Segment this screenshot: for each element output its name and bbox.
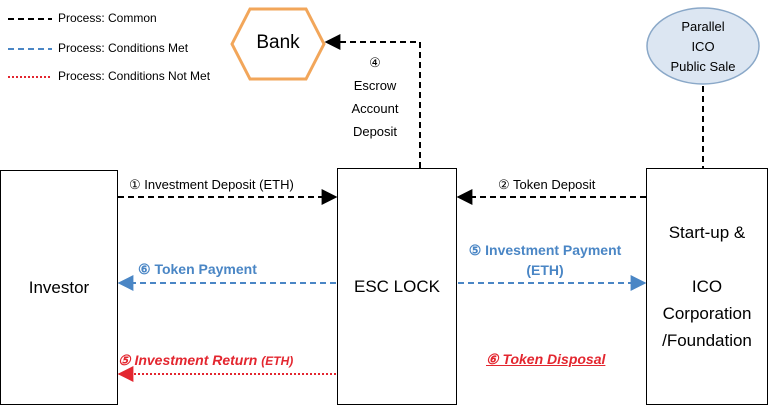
startup-line-1: Start-up & xyxy=(668,223,746,242)
escrow-deposit-label: ④ Escrow Account Deposit xyxy=(340,51,410,143)
startup-line-3: Corporation xyxy=(662,304,752,323)
investor-label: Investor xyxy=(28,277,90,297)
startup-line-4: /Foundation xyxy=(662,331,752,350)
token-disposal-label: ⑥ Token Disposal xyxy=(486,351,606,367)
ico-public-sale-label: Parallel ICO Public Sale xyxy=(648,17,758,77)
escrow-deposit-arrow xyxy=(324,34,421,168)
startup-ico-box: Start-up & ICO Corporation /Foundation xyxy=(646,168,768,405)
esc-lock-box: ESC LOCK xyxy=(337,168,457,405)
investment-return-label: ⑤ Investment Return (ETH) xyxy=(118,352,293,369)
legend-conditions-met-label: Process: Conditions Met xyxy=(58,41,189,55)
legend-common-label: Process: Common xyxy=(58,11,157,25)
investment-return-text: ⑤ Investment Return xyxy=(118,352,258,368)
startup-line-2: ICO xyxy=(691,277,723,296)
token-deposit-label: ② Token Deposit xyxy=(498,177,596,192)
ico-line-3: Public Sale xyxy=(670,59,736,74)
legend-conditions-not-met-label: Process: Conditions Not Met xyxy=(58,69,211,83)
escrow-line-4: Deposit xyxy=(352,124,398,139)
ico-public-sale-ellipse xyxy=(646,7,760,85)
escrow-step-number: ④ xyxy=(369,55,381,70)
bank-hexagon xyxy=(230,7,326,81)
ico-line-2: ICO xyxy=(691,39,715,54)
investment-payment-line-1: ⑤ Investment Payment xyxy=(468,242,622,258)
investment-payment-label: ⑤ Investment Payment (ETH) xyxy=(455,240,635,280)
escrow-line-3: Account xyxy=(351,101,399,116)
investment-payment-line-2: (ETH) xyxy=(526,262,564,278)
esc-lock-label: ESC LOCK xyxy=(354,276,440,296)
investment-deposit-label: ① Investment Deposit (ETH) xyxy=(129,177,294,192)
bank-label: Bank xyxy=(256,32,300,53)
ico-line-1: Parallel xyxy=(681,19,725,34)
token-payment-label: ⑥ Token Payment xyxy=(138,261,257,277)
investor-box: Investor xyxy=(0,170,118,405)
escrow-line-2: Escrow xyxy=(353,78,397,93)
investment-return-unit: (ETH) xyxy=(261,354,294,368)
